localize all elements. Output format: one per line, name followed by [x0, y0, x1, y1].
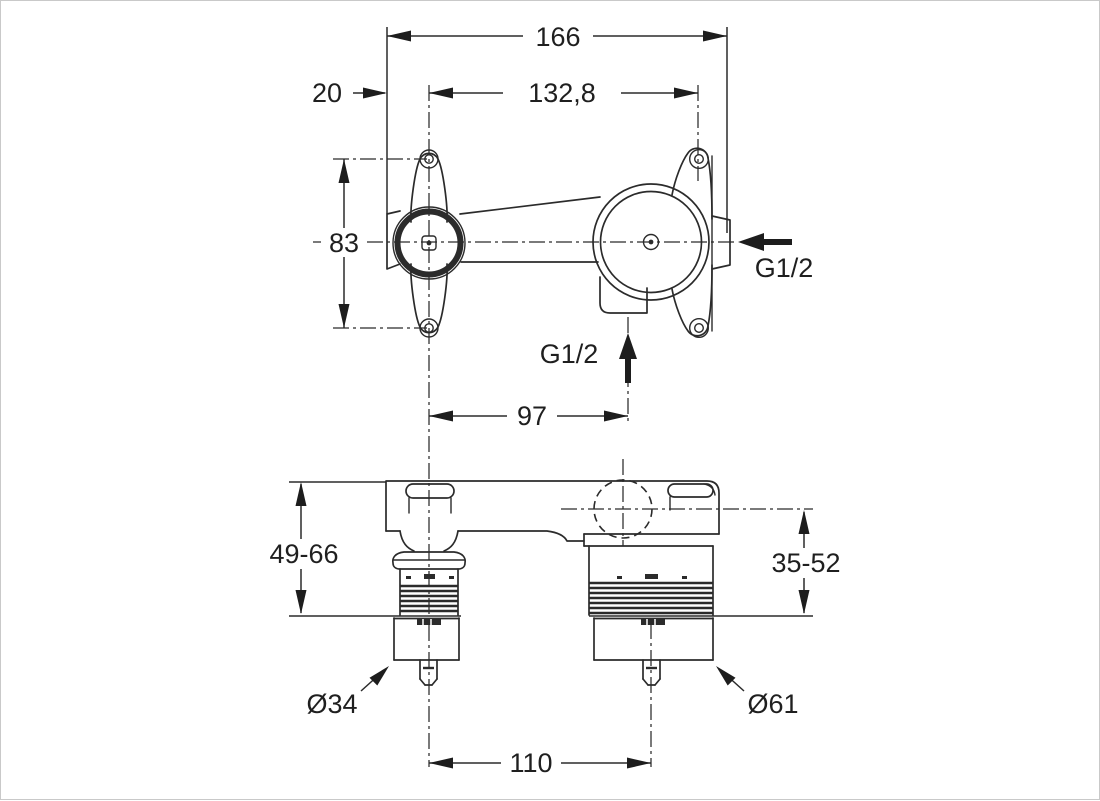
- dim-diameter-large: Ø61: [747, 689, 798, 719]
- thread-bottom-callout: G1/2: [540, 333, 637, 383]
- dimensions-front: 49-66 35-52 Ø34 Ø61: [260, 481, 852, 778]
- left-leg-block: [393, 617, 460, 661]
- right-thread-band: [589, 581, 713, 615]
- front-view: 49-66 35-52 Ø34 Ø61: [260, 459, 852, 778]
- dim-edge-to-center: 20: [312, 78, 342, 108]
- right-valve-body: [592, 147, 731, 339]
- right-lower-tab: [671, 264, 713, 337]
- left-upper-tab: [410, 152, 448, 223]
- dimensions-top: 166 20 132,8 83 G1/2: [312, 22, 813, 431]
- right-side-tab: [711, 215, 731, 270]
- right-leg: [583, 533, 720, 767]
- dim-depth-range-right: 35-52: [771, 548, 840, 578]
- left-center-mark: [426, 240, 432, 246]
- dim-mount-hole-span: 132,8: [528, 78, 596, 108]
- diameter-small-callout: Ø34: [306, 666, 389, 719]
- top-view: 166 20 132,8 83 G1/2: [312, 22, 813, 767]
- right-top-slot: [667, 483, 714, 498]
- left-top-slot: [405, 483, 455, 499]
- screw-hole-bottom-right: [689, 318, 710, 339]
- screw-hole-top-right: [689, 148, 710, 169]
- left-thread-band: [400, 584, 458, 613]
- right-upper-tab: [671, 147, 713, 220]
- left-leg: [391, 551, 467, 686]
- right-center-mark: [648, 239, 654, 245]
- diameter-large-callout: Ø61: [716, 666, 799, 719]
- bottom-inlet-boss: [599, 276, 648, 314]
- dim-center-distance: 110: [509, 748, 552, 778]
- left-mount-body: [386, 149, 466, 338]
- thread-bottom-label: G1/2: [540, 339, 599, 369]
- dim-mount-hole-height: 83: [329, 228, 359, 258]
- right-stem: [642, 659, 661, 686]
- left-edge-tab: [386, 210, 401, 270]
- thread-side-label: G1/2: [755, 253, 814, 283]
- right-leg-block: [593, 617, 714, 661]
- dim-overall-width: 166: [535, 22, 580, 52]
- dim-depth-range-left: 49-66: [269, 539, 338, 569]
- body-bar: [385, 459, 813, 552]
- thread-side-callout: G1/2: [738, 233, 813, 283]
- dim-inlet-offset: 97: [517, 401, 547, 431]
- connecting-arm: [459, 196, 601, 263]
- dim-diameter-small: Ø34: [306, 689, 357, 719]
- left-stem: [419, 659, 438, 686]
- centerlines-top: [313, 85, 738, 767]
